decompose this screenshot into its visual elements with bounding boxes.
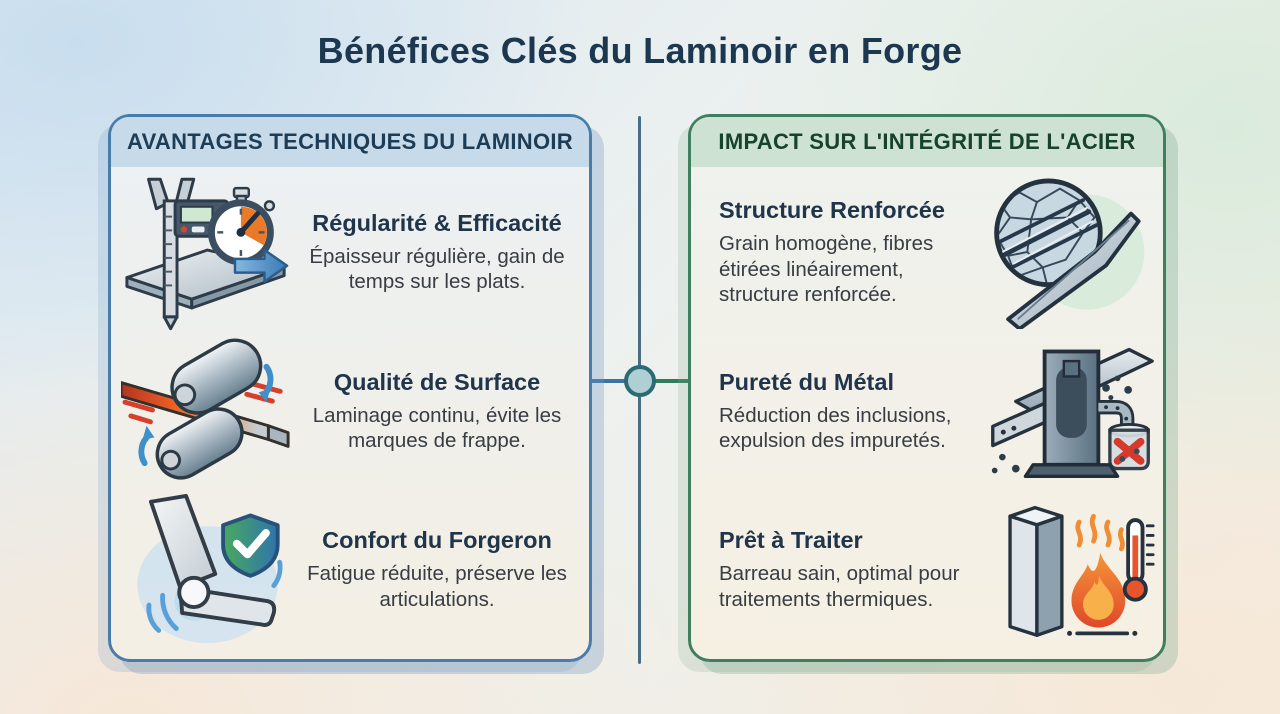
item-body: Fatigue réduite, préserve les articulati… (307, 562, 567, 611)
rolling-mill-icon (115, 337, 299, 485)
item-heading: Pureté du Métal (719, 368, 894, 395)
panel-impact-header: IMPACT SUR L'INTÉGRITÉ DE L'ACIER (691, 117, 1163, 167)
item-heading: Structure Renforcée (719, 197, 945, 224)
item-body: Barreau sain, optimal pour traitements t… (719, 562, 960, 611)
purity-machine-icon (983, 334, 1159, 488)
heat-treatment-icon (983, 493, 1159, 647)
panel-impact-acier: IMPACT SUR L'INTÉGRITÉ DE L'ACIER Struct… (688, 114, 1166, 662)
item-text: Structure Renforcée Grain homogène, fibr… (695, 197, 983, 307)
item-body: Réduction des inclusions, expulsion des … (719, 403, 952, 452)
item-text: Confort du Forgeron Fatigue réduite, pré… (299, 527, 585, 612)
item-heading: Régularité & Efficacité (312, 209, 562, 236)
page-title: Bénéfices Clés du Laminoir en Forge (317, 30, 963, 71)
item-heading: Confort du Forgeron (322, 527, 552, 554)
connector-line-right (651, 379, 691, 383)
panel-avantages-header: AVANTAGES TECHNIQUES DU LAMINOIR (111, 117, 589, 167)
connector-line-left (589, 379, 629, 383)
panel-avantages-techniques: AVANTAGES TECHNIQUES DU LAMINOIR (108, 114, 592, 662)
panel-avantages-rows: Régularité & Efficacité Épaisseur réguli… (111, 167, 589, 659)
item-text: Prêt à Traiter Barreau sain, optimal pou… (695, 527, 983, 612)
connector-node (624, 365, 656, 397)
item-body: Grain homogène, fibres étirées linéairem… (719, 232, 934, 307)
elbow-shield-icon (115, 492, 299, 648)
item-heading: Qualité de Surface (333, 368, 541, 395)
caliper-stopwatch-icon (115, 173, 299, 331)
list-item: Pureté du Métal Réduction des inclusions… (695, 332, 1159, 491)
list-item: Structure Renforcée Grain homogène, fibr… (695, 173, 1159, 332)
item-body: Laminage continu, évite les marques de f… (312, 403, 562, 452)
panel-impact-rows: Structure Renforcée Grain homogène, fibr… (691, 167, 1163, 659)
item-heading: Prêt à Traiter (719, 527, 863, 554)
item-text: Pureté du Métal Réduction des inclusions… (695, 369, 983, 454)
item-text: Qualité de Surface Laminage continu, évi… (299, 369, 585, 454)
list-item: Qualité de Surface Laminage continu, évi… (115, 332, 585, 491)
list-item: Prêt à Traiter Barreau sain, optimal pou… (695, 490, 1159, 649)
item-text: Régularité & Efficacité Épaisseur réguli… (299, 210, 585, 295)
item-body: Épaisseur régulière, gain de temps sur l… (309, 244, 565, 294)
list-item: Régularité & Efficacité Épaisseur réguli… (115, 173, 585, 332)
list-item: Confort du Forgeron Fatigue réduite, pré… (115, 490, 585, 649)
grain-structure-icon (983, 175, 1159, 330)
